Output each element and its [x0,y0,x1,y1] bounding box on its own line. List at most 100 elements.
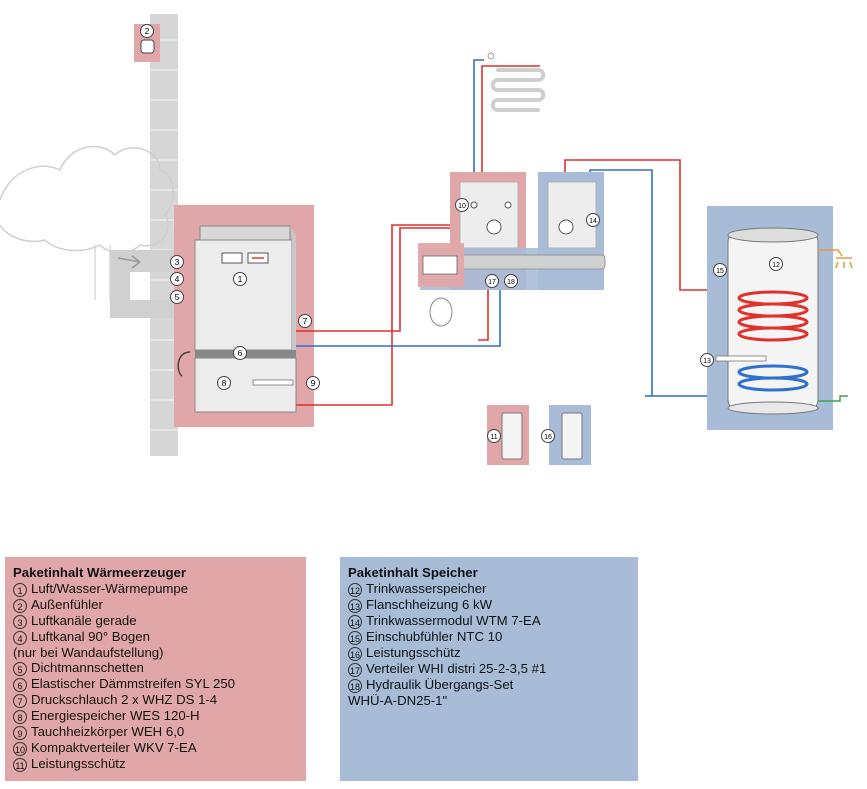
svg-text:7: 7 [303,316,308,326]
svg-text:8: 8 [222,378,227,388]
cold-coil [737,364,809,392]
legend-item-text: Elastischer Dämmstreifen SYL 250 [31,676,236,692]
legend-title: Paketinhalt Speicher [348,565,478,580]
tree-outline [0,145,174,254]
legend-item: 9 Tauchheizkörper WEH 6,0 [13,724,298,741]
legend-list: 12 Trinkwasserspeicher 13 Flanschheizung 6 … [348,581,630,709]
legend-storage: Paketinhalt Speicher 12 Trinkwasserspeich… [340,557,638,781]
shower-icon [818,249,853,269]
marker-7: 7 [298,314,312,328]
svg-text:12: 12 [772,262,780,269]
legend-number-badge: 16 [348,646,362,661]
legend-item-text: Verteiler WHI distri 25-2-3,5 #1 [366,660,547,676]
legend-item: 3 Luftkanäle gerade [13,613,298,629]
legend-item: 11 Leistungsschütz [13,756,298,773]
legend-item-text: Trinkwasserspeicher [366,580,487,596]
svg-text:18: 18 [507,279,515,286]
hot-coil [737,290,809,342]
legend-item: 8 Energiespeicher WES 120-H [13,708,298,725]
legend-item-text: Luft/Wasser-Wärmepumpe [31,580,189,596]
svg-text:13: 13 [703,358,711,365]
legend-item: 13 Flanschheizung 6 kW [348,597,630,613]
legend-item-continuation: WHÜ-A-DN25-1" [348,692,448,708]
radiator-icon [490,68,546,112]
system-diagram: 1 2 3 4 5 6 7 8 9 10 11 12 13 14 15 16 1… [0,14,853,465]
legend-number-badge: 5 [13,662,27,677]
legend-number-badge: 9 [13,726,27,741]
marker-9: 9 [306,376,320,390]
marker-17: 17 [485,274,499,288]
marker-18: 18 [504,274,518,288]
legend-number-badge: 6 [13,678,27,693]
legend-number-badge: 10 [13,742,27,757]
legend-number-badge: 17 [348,662,362,677]
legend-item-text: Hydraulik Übergangs-Set [366,676,514,692]
legend-item: 14 Trinkwassermodul WTM 7-EA [348,613,630,629]
legend-number-badge: 11 [13,758,27,773]
svg-text:4: 4 [175,274,180,284]
legend-item-text: Leistungsschütz [366,644,461,660]
svg-text:2: 2 [145,26,150,36]
marker-4: 4 [170,272,184,286]
legend-item-text: Außenfühler [31,596,103,612]
legend-item: 17 Verteiler WHI distri 25-2-3,5 #1 [348,661,630,677]
legend-item: 5 Dichtmannschetten [13,660,298,677]
legend-number-badge: 4 [13,630,27,645]
legend-item-text: Tauchheizkörper WEH 6,0 [31,724,185,740]
contactor-11-icon [501,412,523,460]
marker-10: 10 [455,198,469,212]
legend-item: 12 Trinkwasserspeicher [348,581,630,597]
legend-item: 2 Außenfühler [13,597,298,613]
marker-11: 11 [487,429,501,443]
svg-text:11: 11 [490,434,497,441]
marker-3: 3 [170,255,184,269]
marker-6: 6 [233,346,247,360]
outdoor-sensor-icon [140,39,155,54]
legend-item-text: Leistungsschütz [31,756,126,772]
legend-number-badge: 12 [348,582,362,597]
legend-item-text: Luftkanal 90° Bogen [31,628,150,644]
svg-text:15: 15 [716,268,724,275]
legend-item-text: Dichtmannschetten [31,660,144,676]
legend-item: 10 Kompaktverteiler WKV 7-EA [13,740,298,757]
marker-2: 2 [140,24,154,38]
legend-number-badge: 13 [348,598,362,613]
svg-text:9: 9 [311,378,316,388]
house-wall [150,14,178,456]
legend-item-text: Einschubfühler NTC 10 [366,628,503,644]
legend-item-continuation: (nur bei Wandaufstellung) [13,644,164,660]
legend-item-text: Energiespeicher WES 120-H [31,708,200,724]
marker-16: 16 [541,429,555,443]
legend-number-badge: 7 [13,694,27,709]
contactor-16-icon [561,412,583,460]
legend-item-text: Kompaktverteiler WKV 7-EA [31,740,197,756]
legend-item: 16 Leistungsschütz [348,645,630,661]
legend-item-text: Luftkanäle gerade [31,612,137,628]
svg-text:10: 10 [458,203,466,210]
marker-13: 13 [700,353,714,367]
legend-number-badge: 8 [13,710,27,725]
marker-5: 5 [170,290,184,304]
marker-12: 12 [769,257,783,271]
legend-item-text: Trinkwassermodul WTM 7-EA [366,612,541,628]
legend-number-badge: 1 [13,582,27,597]
expansion-vessel-icon [429,297,453,327]
svg-text:16: 16 [544,434,552,441]
svg-text:17: 17 [488,279,496,286]
legend-number-badge: 3 [13,614,27,629]
legend-number-badge: 2 [13,598,27,613]
legend-item: 4 Luftkanal 90° Bogen [13,629,298,645]
svg-text:3: 3 [175,257,180,267]
drinking-water-tank [727,227,819,415]
legend-item-text: Flanschheizung 6 kW [366,596,493,612]
svg-text:6: 6 [238,348,243,358]
marker-1: 1 [233,272,247,286]
marker-14: 14 [586,213,600,227]
legend-number-badge: 14 [348,614,362,629]
marker-15: 15 [713,263,727,277]
svg-text:14: 14 [589,218,597,225]
